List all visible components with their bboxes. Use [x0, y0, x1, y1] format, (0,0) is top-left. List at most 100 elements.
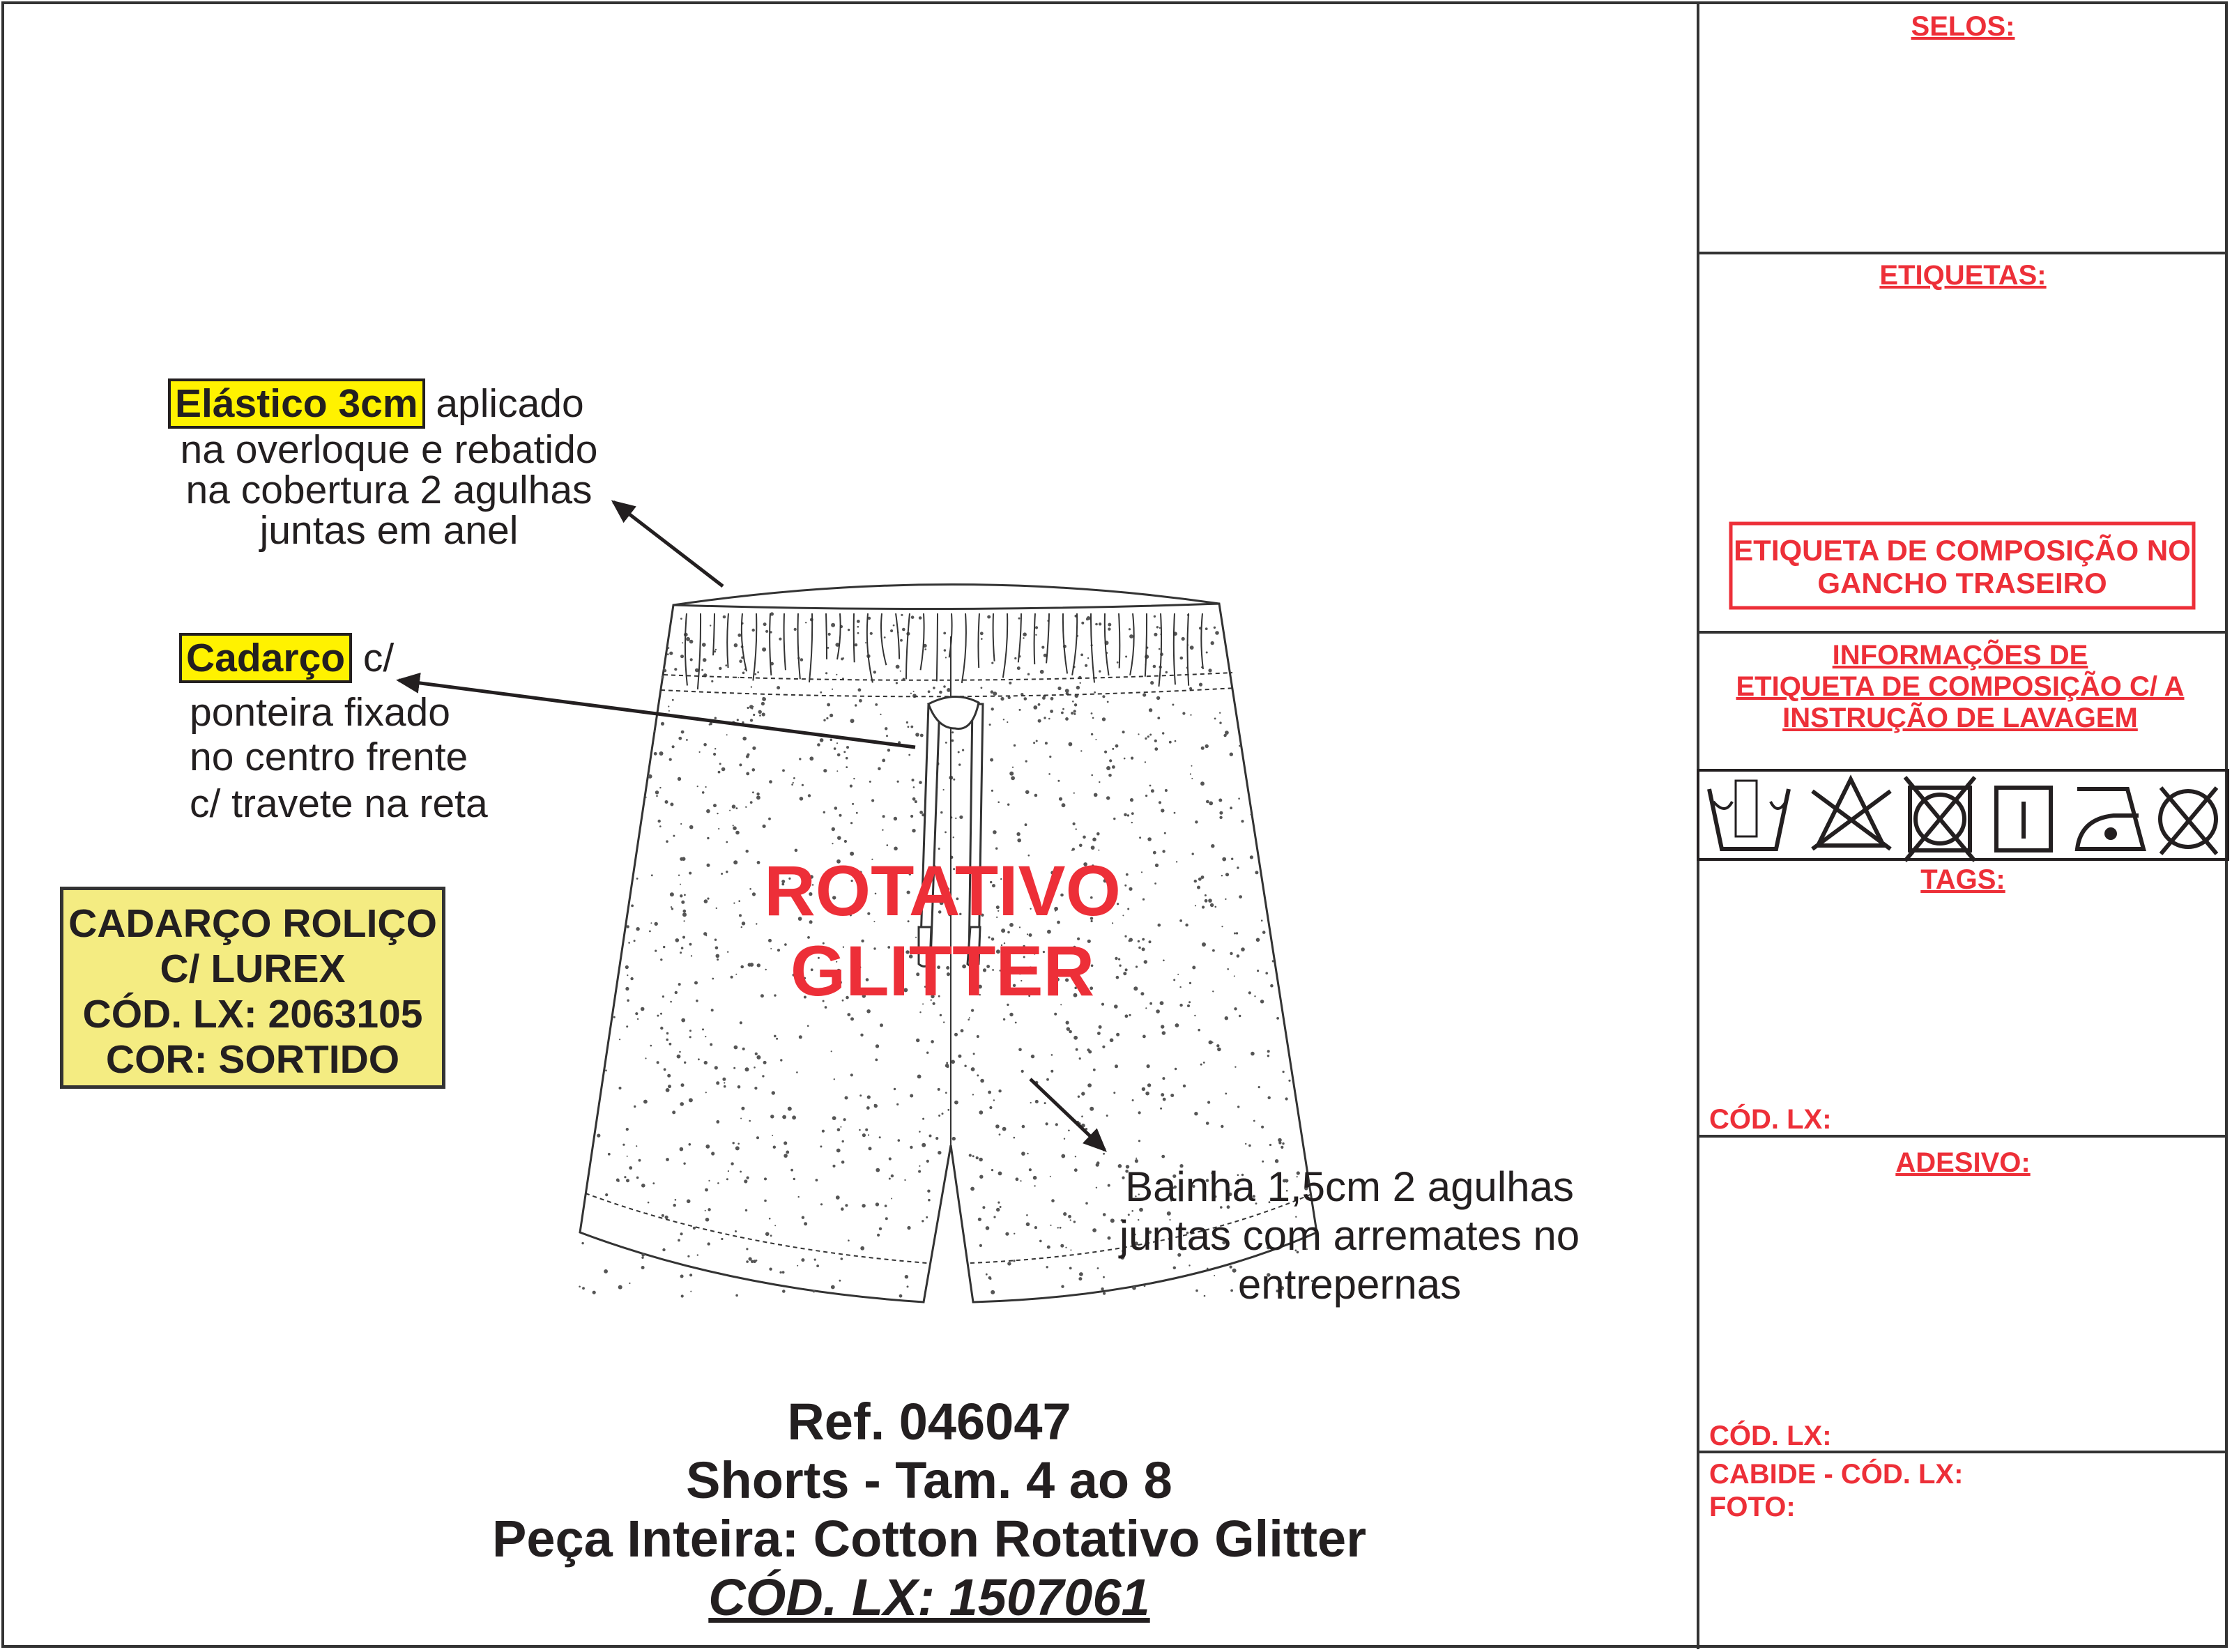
speckle [852, 802, 855, 805]
speckle [636, 878, 639, 880]
speckle [793, 627, 797, 632]
speckle [823, 811, 826, 814]
speckle [740, 965, 744, 969]
speckle [1156, 696, 1161, 701]
speckle [671, 698, 674, 701]
speckle [1162, 1077, 1165, 1080]
speckle [1288, 1079, 1291, 1082]
speckle [641, 1184, 645, 1188]
speckle [962, 964, 966, 969]
speckle [763, 622, 767, 627]
speckle [914, 800, 917, 804]
speckle [722, 615, 726, 619]
speckle [843, 657, 845, 659]
speckle [820, 691, 823, 694]
speckle [1225, 873, 1230, 877]
speckle [1034, 626, 1039, 629]
speckle [747, 753, 750, 756]
speckle [1224, 1016, 1229, 1020]
speckle [1138, 946, 1141, 949]
arrow-cadarco [396, 672, 916, 749]
speckle [1221, 926, 1223, 928]
speckle [1061, 1154, 1066, 1158]
hem-stitch-left [585, 1193, 928, 1264]
speckle [1270, 984, 1274, 988]
speckle [883, 636, 886, 638]
speckle [1220, 1206, 1223, 1209]
speckle [1106, 1115, 1108, 1117]
speckle [1048, 950, 1050, 951]
speckle [708, 1208, 711, 1211]
speckle [1238, 797, 1240, 800]
speckle [843, 839, 847, 843]
speckle [873, 1103, 876, 1106]
speckle [1009, 681, 1012, 684]
speckle [702, 1028, 704, 1031]
speckle [837, 836, 841, 840]
speckle [1165, 671, 1168, 674]
speckle [756, 795, 760, 800]
speckle [705, 1144, 710, 1149]
speckle [1217, 1047, 1221, 1052]
speckle [664, 669, 667, 673]
speckle [1255, 871, 1259, 875]
speckle [1075, 1048, 1078, 1051]
speckle [625, 1128, 629, 1131]
speckle [744, 1209, 748, 1212]
speckle [667, 1073, 671, 1078]
speckle [1144, 761, 1147, 763]
speckle [906, 890, 910, 894]
speckle [678, 736, 682, 740]
speckle [911, 779, 915, 782]
speckle [1054, 1012, 1057, 1016]
speckle [782, 769, 785, 772]
speckle [847, 628, 850, 632]
speckle [946, 1065, 949, 1068]
speckle [1241, 1173, 1244, 1177]
speckle [971, 1009, 974, 1012]
speckle [1125, 873, 1129, 876]
speckle [1140, 871, 1143, 873]
speckle [741, 1106, 745, 1110]
speckle [992, 884, 995, 888]
speckle [982, 968, 987, 972]
speckle [1018, 617, 1021, 620]
speckle [1072, 701, 1074, 703]
speckle [938, 995, 940, 997]
speckle [666, 840, 668, 843]
speckle [721, 1237, 724, 1241]
speckle [938, 1115, 941, 1117]
speckle [622, 1143, 625, 1146]
speckle [996, 916, 998, 918]
speckle [1271, 960, 1274, 963]
speckle [626, 1025, 629, 1028]
speckle [1027, 1152, 1029, 1155]
speckle [1044, 1102, 1046, 1105]
speckle [1202, 942, 1206, 947]
speckle [991, 708, 994, 711]
speckle [1061, 1285, 1064, 1288]
speckle [645, 796, 647, 799]
elastico-note-line: na cobertura 2 agulhas [185, 468, 593, 512]
speckle [1058, 797, 1063, 801]
speckle [976, 1035, 979, 1038]
speckle [860, 1033, 864, 1037]
speckle [1023, 944, 1025, 948]
speckle [836, 859, 841, 864]
speckle [1129, 1014, 1131, 1016]
trim-line: C/ LUREX [160, 947, 346, 991]
speckle [739, 914, 742, 917]
speckle [673, 834, 675, 837]
speckle [732, 1142, 735, 1145]
gather-line [712, 613, 715, 656]
speckle [706, 863, 710, 867]
speckle [717, 958, 719, 961]
speckle [1124, 813, 1127, 817]
speckle [1210, 641, 1214, 645]
speckle [919, 811, 923, 814]
gather-line [1103, 613, 1110, 676]
speckle [1194, 905, 1197, 907]
speckle [687, 1255, 690, 1257]
speckle [897, 1139, 901, 1142]
speckle [792, 1115, 796, 1120]
